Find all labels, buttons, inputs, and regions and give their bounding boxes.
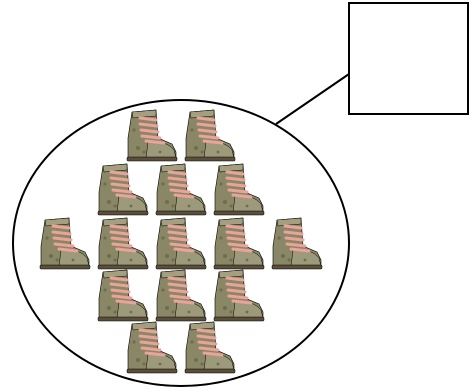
hiking-boot-icon [183,108,237,163]
boots-group [38,108,324,375]
hiking-boot-icon [183,320,237,375]
hiking-boot-icon [154,268,208,323]
hiking-boot-icon [212,162,266,217]
hiking-boot-icon [96,162,150,217]
hiking-boot-icon [154,216,208,271]
answer-box[interactable] [348,2,469,115]
hiking-boot-icon [270,216,324,271]
hiking-boot-icon [125,108,179,163]
hiking-boot-icon [96,216,150,271]
hiking-boot-icon [212,268,266,323]
hiking-boot-icon [125,320,179,375]
connector-line [275,73,350,125]
hiking-boot-icon [154,162,208,217]
group-ellipse [12,99,350,387]
hiking-boot-icon [38,216,92,271]
hiking-boot-icon [96,268,150,323]
hiking-boot-icon [212,216,266,271]
